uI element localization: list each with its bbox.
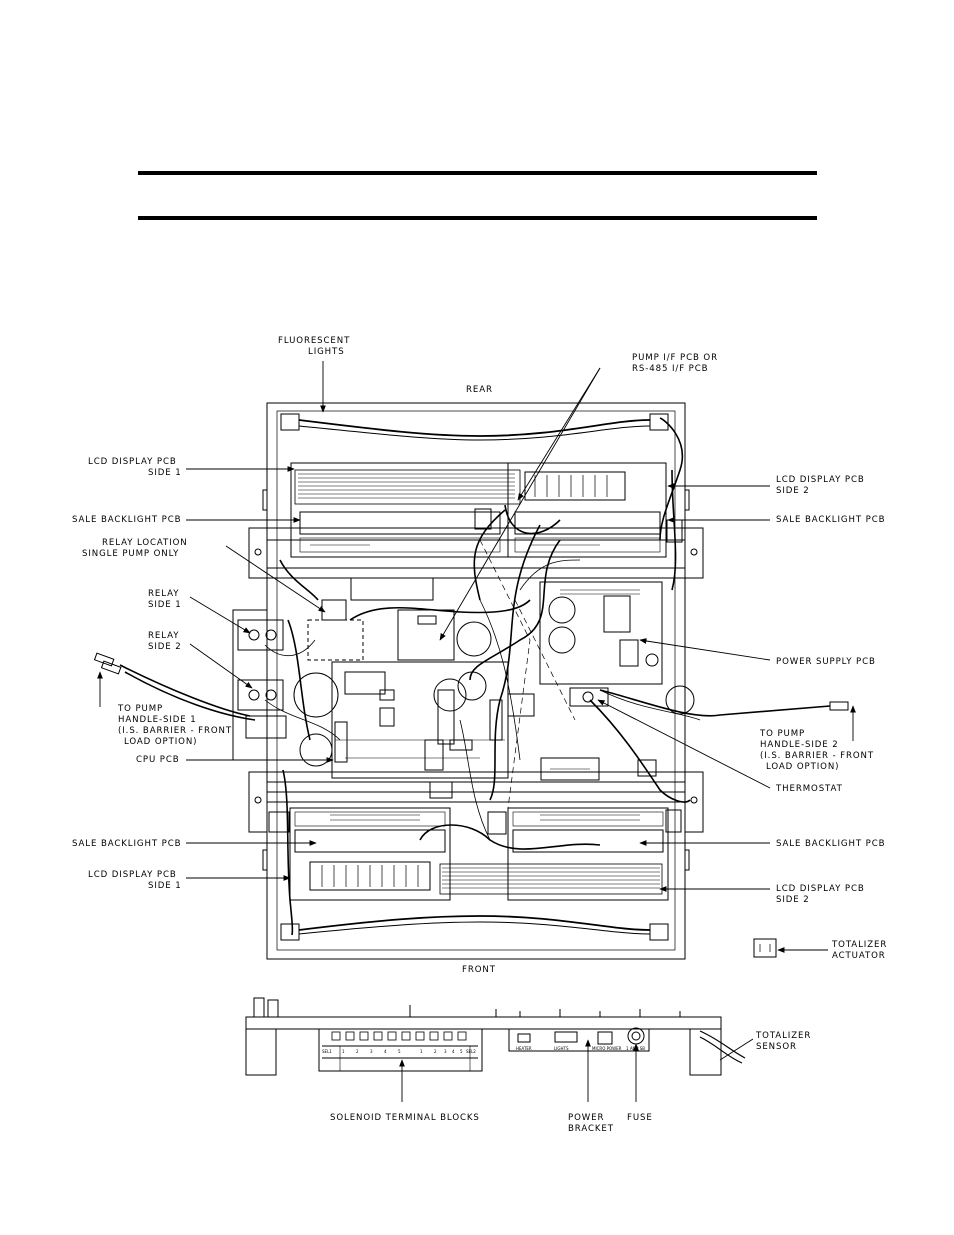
label-relay-side1-2: SIDE 1	[148, 600, 182, 610]
mounting-brackets	[232, 527, 704, 833]
label-terminal-1: 1	[342, 1049, 345, 1054]
label-bracket-amp: 1 AMP SB	[626, 1046, 645, 1051]
power-supply-pcb	[433, 581, 695, 715]
label-rear: REAR	[466, 385, 493, 395]
terminal-screws	[331, 1031, 467, 1041]
label-lcd-top-side2-2: SIDE 2	[776, 486, 810, 496]
label-solenoid: SOLENOID TERMINAL BLOCKS	[330, 1113, 480, 1123]
lcd-display-pcb-bottom-side-1	[289, 807, 451, 901]
label-power-bracket-1: POWER	[568, 1113, 604, 1123]
label-bracket-heater: HEATER	[516, 1046, 532, 1051]
label-terminal-4: 4	[384, 1049, 387, 1054]
label-terminal-sel-right: SEL2	[466, 1049, 476, 1054]
label-sale-backlight-tl: SALE BACKLIGHT PCB	[72, 515, 181, 525]
relay-location-single-pump	[307, 599, 364, 661]
label-power-supply: POWER SUPPLY PCB	[776, 657, 876, 667]
label-handle1-4: LOAD OPTION)	[124, 737, 197, 747]
label-totalizer-actuator-2: ACTUATOR	[832, 951, 886, 961]
label-terminal-8: 3	[444, 1049, 447, 1054]
top-rule-2	[138, 216, 817, 220]
label-sale-backlight-br: SALE BACKLIGHT PCB	[776, 839, 885, 849]
label-terminal-2: 2	[356, 1049, 359, 1054]
wiring-harness	[119, 417, 831, 936]
label-terminal-6: 1	[420, 1049, 423, 1054]
side-view-bracket	[245, 997, 746, 1076]
label-totalizer-sensor-2: SENSOR	[756, 1042, 797, 1052]
label-totalizer-sensor-1: TOTALIZER	[755, 1031, 811, 1041]
board-fine-detail	[310, 539, 640, 821]
label-handle2-3: (I.S. BARRIER - FRONT	[760, 751, 874, 761]
label-lcd-bottom-side1-1: LCD DISPLAY PCB	[88, 870, 177, 880]
fluorescent-tube-top	[280, 413, 669, 441]
label-lcd-top-side1-2: SIDE 1	[148, 468, 182, 478]
label-terminal-9: 4	[452, 1049, 455, 1054]
wiring-thin	[264, 559, 701, 841]
pump-if-pcb	[397, 609, 492, 661]
label-pump-if-2: RS-485 I/F PCB	[632, 364, 708, 374]
label-front: FRONT	[462, 965, 496, 975]
label-terminal-3: 3	[370, 1049, 373, 1054]
lcd-display-pcb-top-side-1	[290, 462, 521, 558]
label-handle2-4: LOAD OPTION)	[766, 762, 839, 772]
dashed-guides	[479, 539, 576, 809]
label-relay-location-1: RELAY LOCATION	[102, 538, 188, 548]
label-power-bracket-2: BRACKET	[568, 1124, 614, 1134]
label-bracket-lights: LIGHTS	[554, 1046, 569, 1051]
label-lcd-bottom-side2-1: LCD DISPLAY PCB	[776, 884, 865, 894]
label-fuse: FUSE	[627, 1113, 653, 1123]
cpu-pcb	[293, 661, 509, 779]
pump-handle-plug-side-2	[829, 701, 849, 711]
label-lcd-top-side1-1: LCD DISPLAY PCB	[88, 457, 177, 467]
fluorescent-tube-bottom	[280, 915, 669, 941]
label-bracket-power: MICRO POWER	[592, 1046, 622, 1051]
label-relay-side1-1: RELAY	[148, 589, 179, 599]
label-handle1-1: TO PUMP	[117, 704, 163, 714]
label-cpu: CPU PCB	[136, 755, 180, 765]
mounting-rails	[266, 527, 686, 803]
label-sale-backlight-tr: SALE BACKLIGHT PCB	[776, 515, 885, 525]
relay-side-1	[237, 619, 284, 651]
totalizer-actuator-part	[753, 938, 777, 958]
label-relay-side2-2: SIDE 2	[148, 642, 182, 652]
lcd-display-pcb-bottom-side-2	[439, 807, 669, 901]
misc-components	[268, 508, 777, 958]
label-relay-side2-1: RELAY	[148, 631, 179, 641]
label-lcd-top-side2-1: LCD DISPLAY PCB	[776, 475, 865, 485]
top-rule-1	[138, 171, 817, 175]
relay-side-2	[237, 679, 287, 739]
label-terminal-7: 2	[434, 1049, 437, 1054]
label-handle2-1: TO PUMP	[759, 729, 805, 739]
label-terminal-10: 5	[460, 1049, 463, 1054]
label-totalizer-actuator-1: TOTALIZER	[831, 940, 887, 950]
label-fluorescent-2: LIGHTS	[308, 347, 345, 357]
label-lcd-bottom-side2-2: SIDE 2	[776, 895, 810, 905]
label-thermostat: THERMOSTAT	[775, 784, 843, 794]
pump-handle-plug-side-1	[93, 652, 122, 675]
label-terminal-5: 5	[398, 1049, 401, 1054]
label-handle1-3: (I.S. BARRIER - FRONT	[118, 726, 232, 736]
label-handle1-2: HANDLE-SIDE 1	[118, 715, 197, 725]
label-handle2-2: HANDLE-SIDE 2	[760, 740, 839, 750]
label-pump-if-1: PUMP I/F PCB OR	[632, 353, 718, 363]
leader-lines	[97, 361, 856, 1102]
label-terminal-sel-left: SEL1	[322, 1049, 332, 1054]
label-fluorescent-1: FLUORESCENT	[278, 336, 350, 346]
label-sale-backlight-bl: SALE BACKLIGHT PCB	[72, 839, 181, 849]
label-relay-location-2: SINGLE PUMP ONLY	[82, 549, 179, 559]
label-lcd-bottom-side1-2: SIDE 1	[148, 881, 182, 891]
labels: FLUORESCENT LIGHTS REAR PUMP I/F PCB OR …	[72, 336, 887, 1134]
